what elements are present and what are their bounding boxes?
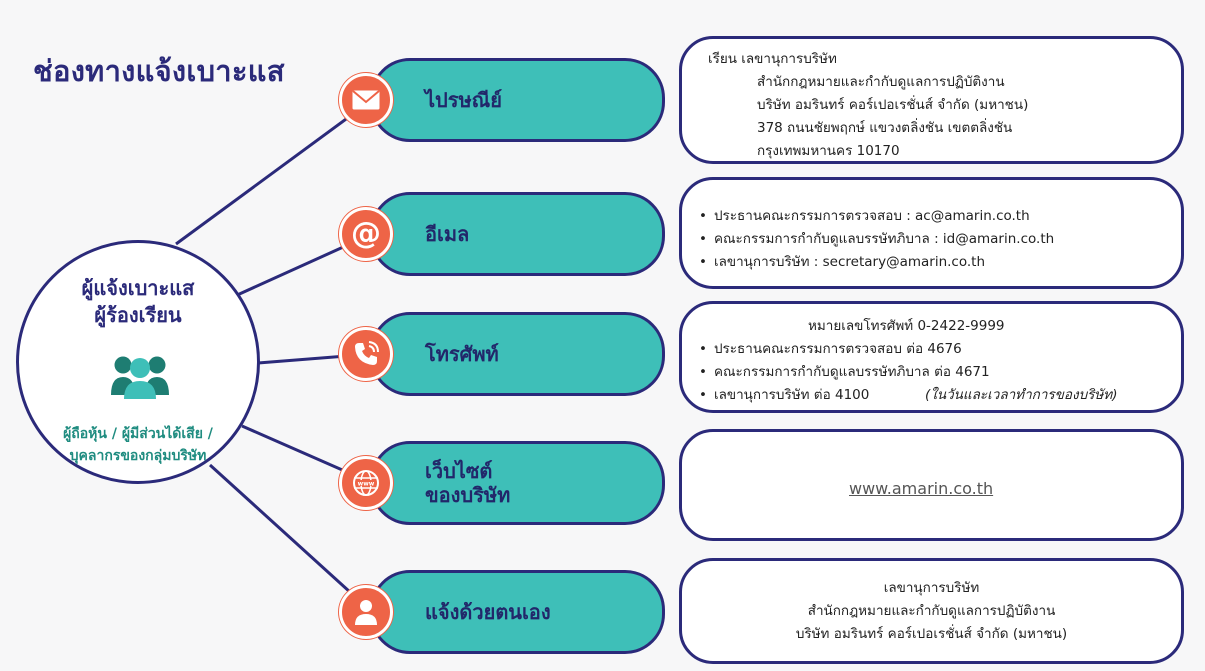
center-subtitle-line1: ผู้ถือหุ้น / ผู้มีส่วนได้เสีย / <box>63 426 213 442</box>
website-link[interactable]: www.amarin.co.th <box>849 479 994 498</box>
phone-bullet: เลขานุการบริษัท ต่อ 4100 <box>699 383 869 405</box>
phone-bullet: คณะกรรมการกำกับดูแลบรรษัทภิบาล ต่อ 4671 <box>699 360 990 382</box>
phone-bullet: ประธานคณะกรรมการตรวจสอบ ต่อ 4676 <box>699 337 962 359</box>
walkin-line: บริษัท อมรินทร์ คอร์เปอเรชั่นส์ จำกัด (ม… <box>795 626 1068 642</box>
info-box-post: เรียน เลขานุการบริษัท สำนักกฎหมายและกำกั… <box>679 36 1184 164</box>
person-icon <box>339 585 393 639</box>
channel-label-website-line1: เว็บไซต์ <box>425 459 493 483</box>
email-bullet: ประธานคณะกรรมการตรวจสอบ : ac@amarin.co.t… <box>699 204 1030 226</box>
center-subtitle-line2: บุคลากรของกลุ่มบริษัท <box>69 448 207 464</box>
walkin-line: เลขานุการบริษัท <box>883 580 980 596</box>
channel-pill-phone: โทรศัพท์ <box>370 312 665 396</box>
channel-label-post: ไปรษณีย์ <box>425 88 502 112</box>
channel-pill-walkin: แจ้งด้วยตนเอง <box>370 570 665 654</box>
post-line: บริษัท อมรินทร์ คอร์เปอเรชั่นส์ จำกัด (ม… <box>757 97 1029 113</box>
phone-icon <box>339 327 393 381</box>
email-bullet: เลขานุการบริษัท : secretary@amarin.co.th <box>699 250 985 272</box>
page-title: ช่องทางแจ้งเบาะแส <box>33 54 285 88</box>
envelope-icon <box>339 73 393 127</box>
at-sign-icon: @ <box>339 207 393 261</box>
channel-label-website-line2: ของบริษัท <box>425 483 511 507</box>
info-box-website: www.amarin.co.th <box>679 429 1184 541</box>
connector-line-walkin <box>208 463 374 614</box>
channel-pill-email: อีเมล <box>370 192 665 276</box>
post-line: กรุงเทพมหานคร 10170 <box>757 143 900 159</box>
center-title-line2: ผู้ร้องเรียน <box>94 303 182 327</box>
post-heading: เรียน เลขานุการบริษัท <box>708 51 837 67</box>
email-bullet: คณะกรรมการกำกับดูแลบรรษัทภิบาล : id@amar… <box>699 227 1054 249</box>
channel-pill-post: ไปรษณีย์ <box>370 58 665 142</box>
info-box-phone: หมายเลขโทรศัพท์ 0-2422-9999 ประธานคณะกรร… <box>679 301 1184 413</box>
channel-label-walkin: แจ้งด้วยตนเอง <box>425 600 551 624</box>
phone-hours-note: (ในวันและเวลาทำการของบริษัท) <box>925 387 1118 403</box>
connector-line-post <box>175 98 373 246</box>
channel-pill-website: เว็บไซต์ ของบริษัท <box>370 441 665 525</box>
post-line: 378 ถนนชัยพฤกษ์ แขวงตลิ่งชัน เขตตลิ่งชัน <box>757 120 1013 136</box>
globe-www-icon: www <box>339 456 393 510</box>
info-box-walkin: เลขานุการบริษัท สำนักกฎหมายและกำกับดูแลก… <box>679 558 1184 664</box>
phone-heading: หมายเลขโทรศัพท์ 0-2422-9999 <box>808 318 1005 334</box>
svg-text:www: www <box>358 481 375 488</box>
people-group-icon <box>111 351 169 403</box>
info-box-email: ประธานคณะกรรมการตรวจสอบ : ac@amarin.co.t… <box>679 177 1184 289</box>
center-title-line1: ผู้แจ้งเบาะแส <box>81 276 195 300</box>
walkin-line: สำนักกฎหมายและกำกับดูแลการปฏิบัติงาน <box>807 603 1056 619</box>
post-line: สำนักกฎหมายและกำกับดูแลการปฏิบัติงาน <box>757 74 1005 90</box>
channel-label-email: อีเมล <box>425 222 470 246</box>
channel-label-phone: โทรศัพท์ <box>425 342 499 366</box>
whistleblower-circle: ผู้แจ้งเบาะแส ผู้ร้องเรียน ผู้ถือหุ้น / … <box>16 240 260 484</box>
